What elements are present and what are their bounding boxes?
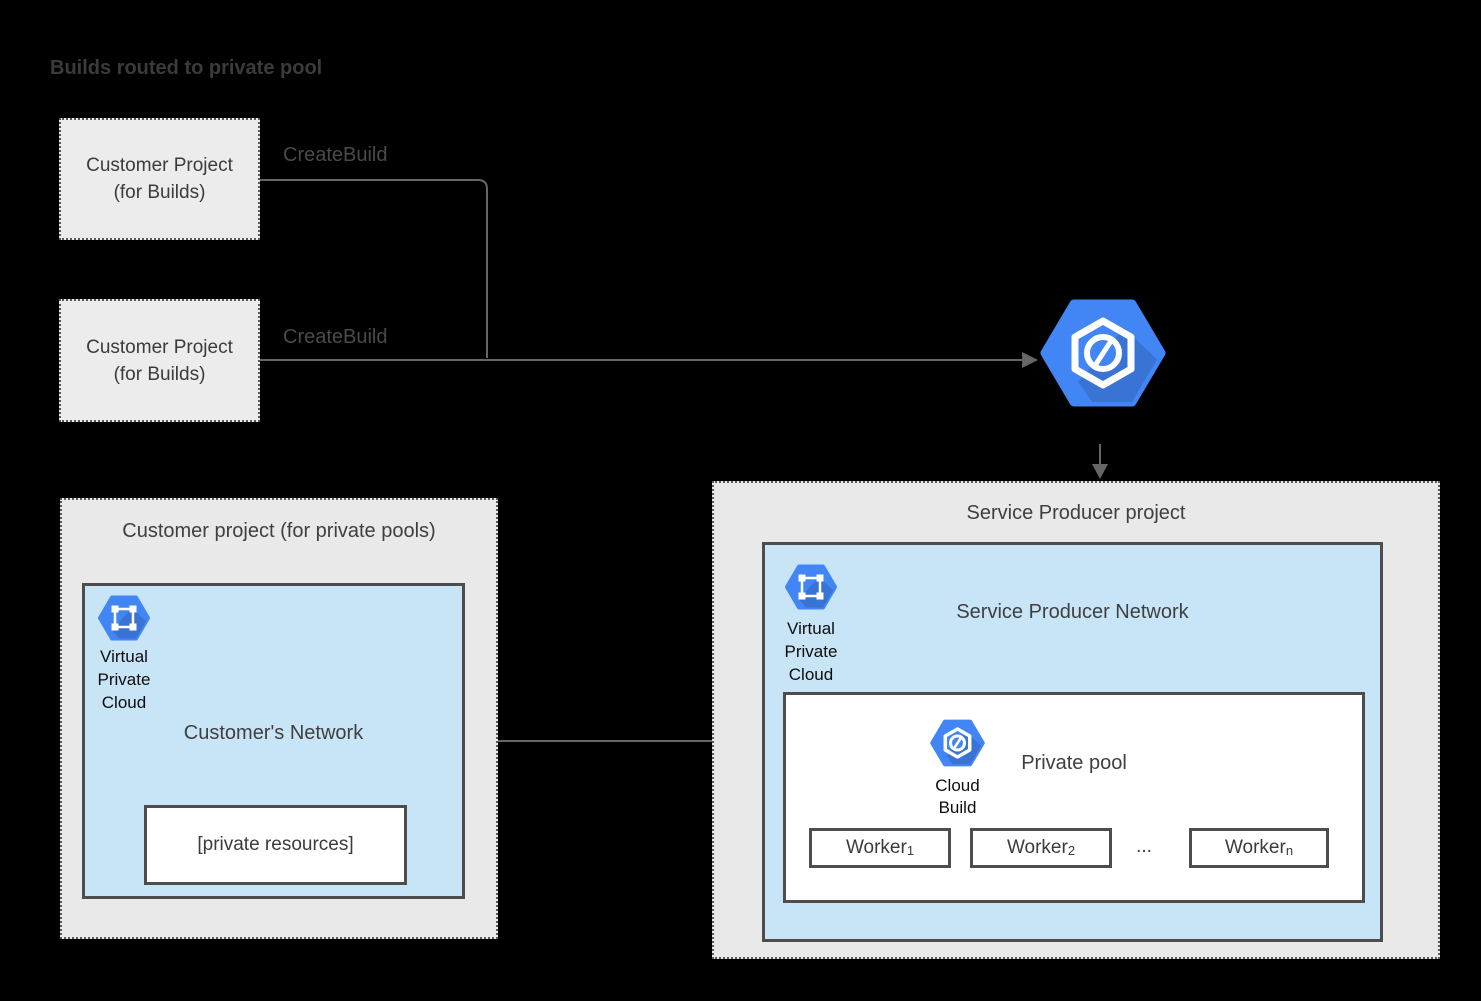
customer-build-project-2-line2: (for Builds) bbox=[113, 363, 206, 385]
vpc-icon bbox=[98, 595, 150, 641]
worker-n-subscript: n bbox=[1285, 842, 1294, 858]
vpc-caption-sp-line3: Cloud bbox=[788, 665, 834, 684]
vpc-caption-cust-line1: Virtual bbox=[100, 647, 148, 666]
createbuild-label-2: CreateBuild bbox=[283, 326, 388, 348]
cloud-build-icon-wrap-small bbox=[930, 718, 985, 773]
customer-build-project-1-line2: (for Builds) bbox=[113, 182, 206, 203]
worker-n-label: Worker bbox=[1224, 837, 1286, 858]
service-producer-network-title: Service Producer Network bbox=[956, 601, 1189, 623]
private-resources-box: [private resources] bbox=[144, 805, 407, 885]
diagram-title: Builds routed to private pool bbox=[50, 57, 323, 79]
vpc-icon-wrap-cust bbox=[98, 594, 150, 647]
cloud-build-caption: Cloud Build bbox=[900, 775, 1015, 819]
worker-1-label: Worker bbox=[845, 837, 907, 858]
vpc-caption-cust-line3: Cloud bbox=[101, 693, 147, 712]
worker-2-subscript: 2 bbox=[1067, 842, 1076, 858]
vpc-caption-sp: Virtual Private Cloud bbox=[764, 617, 858, 686]
vpc-icon-wrap-sp bbox=[785, 563, 837, 616]
worker-ellipsis: ... bbox=[1136, 836, 1152, 857]
cloud-build-caption-line1: Cloud bbox=[935, 776, 980, 795]
private-pool-title: Private pool bbox=[1021, 752, 1127, 774]
vpc-caption-cust-line2: Private bbox=[97, 670, 151, 689]
worker-2-label: Worker bbox=[1006, 837, 1068, 858]
cloud-build-icon bbox=[930, 719, 985, 767]
vpc-icon bbox=[785, 564, 837, 610]
cloud-build-caption-line2: Build bbox=[938, 798, 977, 817]
worker-1-subscript: 1 bbox=[906, 842, 915, 858]
vpc-caption-sp-line2: Private bbox=[784, 642, 838, 661]
createbuild-label-1: CreateBuild bbox=[283, 144, 388, 166]
arrowhead-down bbox=[1092, 464, 1108, 479]
vpc-caption-sp-line1: Virtual bbox=[787, 619, 835, 638]
customer-build-project-1-line1: Customer Project bbox=[86, 155, 233, 176]
customer-build-project-2-line1: Customer Project bbox=[86, 336, 233, 358]
service-producer-network: Virtual Private Cloud Service Producer N… bbox=[762, 542, 1383, 942]
customer-build-project-1: Customer Project (for Builds) bbox=[59, 118, 260, 240]
customer-private-pool-project: Customer project (for private pools) Vir… bbox=[60, 498, 498, 939]
customers-network: Virtual Private Cloud Customer's Network… bbox=[82, 583, 465, 899]
service-producer-project: Service Producer project Virtual Private… bbox=[712, 481, 1440, 959]
vpc-caption-cust: Virtual Private Cloud bbox=[77, 645, 171, 714]
customer-build-project-2: Customer Project (for Builds) bbox=[59, 299, 260, 422]
cloud-build-icon bbox=[1040, 299, 1166, 407]
customer-private-pool-project-title: Customer project (for private pools) bbox=[122, 520, 436, 542]
arrowhead-right bbox=[1022, 352, 1038, 368]
service-producer-project-title: Service Producer project bbox=[966, 502, 1186, 524]
customers-network-title: Customer's Network bbox=[183, 722, 364, 744]
